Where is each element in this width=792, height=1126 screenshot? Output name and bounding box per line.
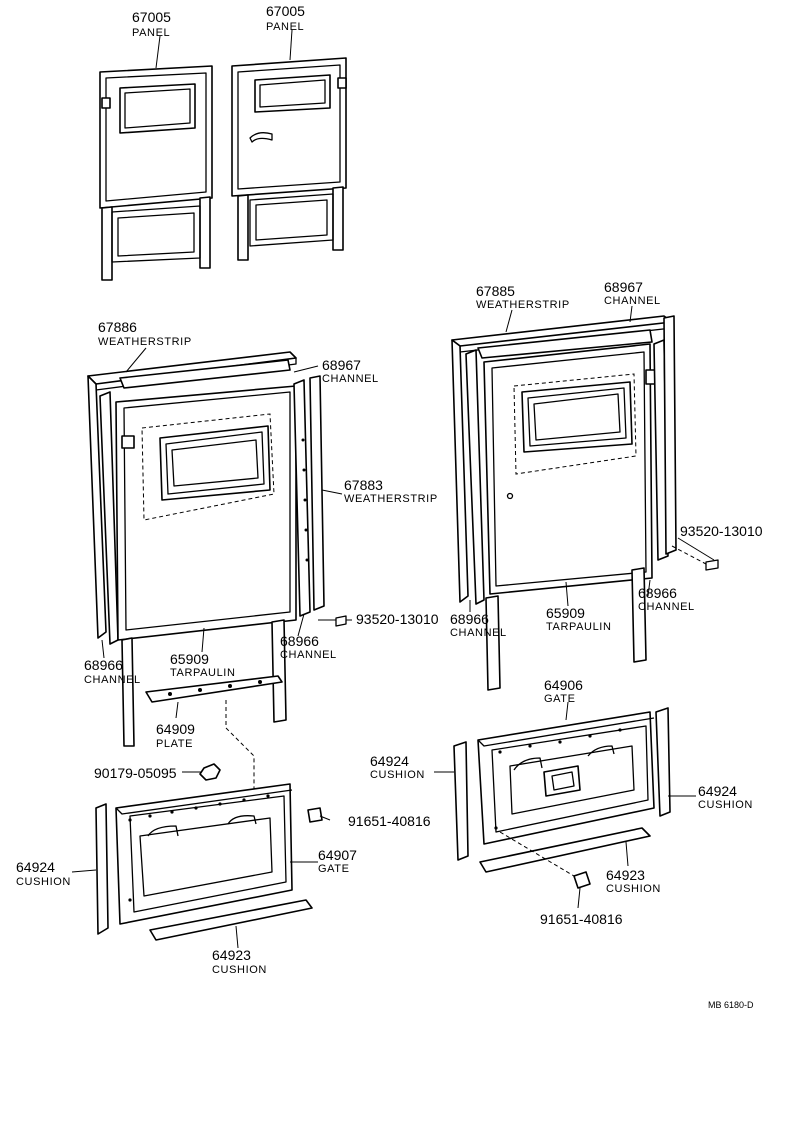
callout-64907: 64907 GATE [318, 847, 357, 875]
svg-text:68967: 68967 [322, 357, 361, 373]
svg-text:WEATHERSTRIP: WEATHERSTRIP [476, 299, 570, 311]
svg-text:64924: 64924 [698, 783, 737, 799]
callout-93520-left: 93520-13010 [356, 611, 439, 627]
svg-text:64909: 64909 [156, 721, 195, 737]
callout-65909-left: 65909 TARPAULIN [170, 651, 236, 679]
callout-68967-right: 68967 CHANNEL [604, 279, 661, 307]
callout-67885: 67885 WEATHERSTRIP [476, 283, 570, 311]
callout-93520-right: 93520-13010 [680, 523, 763, 539]
callout-68966-left-a: 68966 CHANNEL [84, 657, 141, 686]
callout-68966-left-b: 68966 CHANNEL [280, 633, 337, 661]
right-door-assembly-drawing [451, 315, 719, 691]
svg-text:68966: 68966 [638, 585, 677, 601]
svg-text:64923: 64923 [606, 867, 645, 883]
svg-text:67005: 67005 [132, 9, 171, 25]
panel-right-top-drawing [231, 57, 347, 261]
svg-text:WEATHERSTRIP: WEATHERSTRIP [344, 493, 438, 505]
right-gate-drawing [453, 707, 671, 889]
callout-65909-right: 65909 TARPAULIN [546, 605, 612, 633]
panel-left-top-drawing [99, 65, 213, 281]
svg-text:CUSHION: CUSHION [212, 964, 267, 976]
svg-text:68967: 68967 [604, 279, 643, 295]
svg-text:CUSHION: CUSHION [16, 876, 71, 888]
callout-68966-right-a: 68966 CHANNEL [450, 611, 507, 639]
svg-text:CHANNEL: CHANNEL [604, 295, 661, 307]
svg-text:68966: 68966 [280, 633, 319, 649]
svg-text:CHANNEL: CHANNEL [322, 373, 379, 385]
leader-lines [71, 29, 715, 949]
reference-code: MB 6180-D [708, 1000, 754, 1010]
svg-text:91651-40816: 91651-40816 [348, 813, 431, 829]
callout-64909: 64909 PLATE [156, 721, 195, 750]
svg-text:TARPAULIN: TARPAULIN [546, 621, 612, 633]
callout-91651-right: 91651-40816 [540, 911, 623, 927]
svg-text:67883: 67883 [344, 477, 383, 493]
svg-text:65909: 65909 [546, 605, 585, 621]
callout-64924-right-a: 64924 CUSHION [370, 753, 425, 781]
callout-67883: 67883 WEATHERSTRIP [344, 477, 438, 505]
svg-text:CHANNEL: CHANNEL [450, 627, 507, 639]
svg-text:GATE: GATE [544, 693, 576, 705]
svg-text:68966: 68966 [84, 657, 123, 673]
svg-text:PANEL: PANEL [266, 21, 304, 33]
callout-64924-left: 64924 CUSHION [16, 859, 71, 888]
svg-text:64924: 64924 [370, 753, 409, 769]
svg-text:67886: 67886 [98, 319, 137, 335]
callout-64923-right: 64923 CUSHION [606, 867, 661, 895]
svg-text:PANEL: PANEL [132, 27, 170, 39]
svg-text:64924: 64924 [16, 859, 55, 875]
svg-text:68966: 68966 [450, 611, 489, 627]
svg-text:CHANNEL: CHANNEL [638, 601, 695, 613]
callout-64923-left: 64923 CUSHION [212, 947, 267, 976]
svg-text:CUSHION: CUSHION [698, 799, 753, 811]
svg-text:CUSHION: CUSHION [606, 883, 661, 895]
left-gate-drawing [95, 763, 323, 941]
svg-text:93520-13010: 93520-13010 [356, 611, 439, 627]
svg-text:93520-13010: 93520-13010 [680, 523, 763, 539]
svg-text:65909: 65909 [170, 651, 209, 667]
callout-91651-left: 91651-40816 [348, 813, 431, 829]
svg-text:WEATHERSTRIP: WEATHERSTRIP [98, 336, 192, 348]
left-door-assembly-drawing [87, 351, 347, 790]
svg-text:PLATE: PLATE [156, 738, 193, 750]
callout-67005-right: 67005 PANEL [266, 3, 305, 33]
callout-64924-right-b: 64924 CUSHION [698, 783, 753, 811]
svg-text:90179-05095: 90179-05095 [94, 765, 177, 781]
svg-text:67885: 67885 [476, 283, 515, 299]
callout-68967-left: 68967 CHANNEL [322, 357, 379, 385]
svg-text:64907: 64907 [318, 847, 357, 863]
svg-text:GATE: GATE [318, 863, 350, 875]
callout-67886: 67886 WEATHERSTRIP [98, 319, 192, 348]
callout-64906: 64906 GATE [544, 677, 583, 705]
callout-68966-right-b: 68966 CHANNEL [638, 585, 695, 613]
svg-text:67005: 67005 [266, 3, 305, 19]
svg-text:64906: 64906 [544, 677, 583, 693]
svg-text:64923: 64923 [212, 947, 251, 963]
svg-text:CHANNEL: CHANNEL [84, 674, 141, 686]
svg-text:CHANNEL: CHANNEL [280, 649, 337, 661]
callout-67005-left: 67005 PANEL [132, 9, 171, 39]
svg-text:CUSHION: CUSHION [370, 769, 425, 781]
svg-text:TARPAULIN: TARPAULIN [170, 667, 236, 679]
svg-text:91651-40816: 91651-40816 [540, 911, 623, 927]
callout-90179: 90179-05095 [94, 765, 177, 781]
